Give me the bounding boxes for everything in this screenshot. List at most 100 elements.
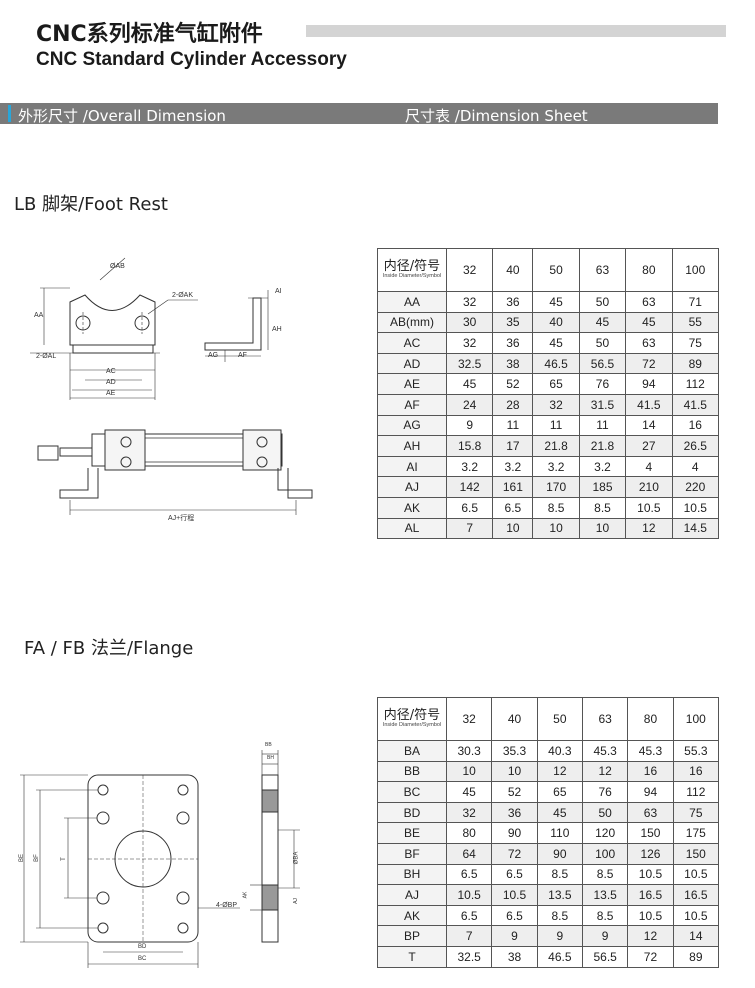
table-cell: 6.5 <box>445 863 493 886</box>
piston-rod <box>59 447 93 457</box>
table-cell: 65 <box>536 781 583 803</box>
table-cell: 72 <box>627 945 674 968</box>
flange-table-corner: 内径/符号 Inside Diameter/Symbol <box>377 697 447 741</box>
table-cell: 71 <box>671 291 720 313</box>
table-cell: 75 <box>671 332 720 354</box>
table-cell: 72 <box>625 352 673 375</box>
col-header: 63 <box>581 697 629 741</box>
table-cell: 52 <box>492 373 534 395</box>
table-cell: 12 <box>581 760 629 783</box>
flange-hole-tl <box>97 784 109 796</box>
table-cell: 16 <box>671 414 720 437</box>
table-cell: 45 <box>578 311 627 334</box>
table-cell: 16 <box>672 760 720 783</box>
row-symbol: BA <box>377 740 447 762</box>
page-title-cn: CNC系列标准气缸附件 <box>36 22 263 47</box>
table-cell: 45 <box>445 781 493 803</box>
table-cell: 76 <box>578 373 627 395</box>
table-cell: 32 <box>532 393 580 416</box>
label-bh: BH <box>267 755 274 761</box>
table-cell: 8.5 <box>581 904 629 927</box>
col-header: 100 <box>671 248 720 292</box>
table-cell: 8.5 <box>536 904 583 927</box>
table-cell: 30.3 <box>445 740 493 762</box>
table-cell: 56.5 <box>581 945 629 968</box>
col-header: 80 <box>627 697 674 741</box>
table-cell: 8.5 <box>532 496 580 519</box>
col-header: 80 <box>625 248 673 292</box>
table-cell: 35 <box>492 311 534 334</box>
table-cell: 7 <box>445 925 493 947</box>
flange-bolt-bl <box>96 891 110 905</box>
table-cell: 55.3 <box>672 740 720 762</box>
row-symbol: T <box>377 945 447 968</box>
table-cell: 8.5 <box>578 496 627 519</box>
row-symbol: AB(mm) <box>377 311 447 334</box>
table-cell: 175 <box>672 822 720 844</box>
flange-table: 内径/符号 Inside Diameter/Symbol 32 40 50 63… <box>377 697 720 968</box>
table-cell: 10.5 <box>627 863 674 886</box>
table-cell: 120 <box>581 822 629 844</box>
row-symbol: BP <box>377 925 447 947</box>
row-symbol: AJ <box>377 476 447 498</box>
table-cell: 13.5 <box>536 884 583 906</box>
title-decor-bar <box>306 25 726 37</box>
foot-front-base <box>72 344 154 354</box>
table-cell: 80 <box>445 822 493 844</box>
table-cell: 63 <box>627 801 674 824</box>
table-cell: 32 <box>445 332 494 354</box>
flange-hole-tr <box>177 784 189 796</box>
table-cell: 11 <box>532 414 580 437</box>
dimension-sheet-label: 尺寸表 /Dimension Sheet <box>405 107 588 125</box>
cylinder-end-cap-left <box>104 429 146 471</box>
label-t: T <box>60 857 67 861</box>
table-cell: 6.5 <box>491 863 538 886</box>
label-ad: AD <box>106 379 116 386</box>
flange-hole-bl <box>97 922 109 934</box>
row-symbol: AF <box>377 393 447 416</box>
label-aj-flange: AJ <box>292 898 299 904</box>
table-cell: 112 <box>672 781 720 803</box>
table-cell: 100 <box>581 842 629 865</box>
foot-right-on-cylinder <box>277 468 313 499</box>
table-cell: 46.5 <box>532 352 580 375</box>
table-cell: 45.3 <box>627 740 674 762</box>
table-cell: 6.5 <box>491 904 538 927</box>
table-cell: 185 <box>578 476 627 498</box>
label-bp: 4-ØBP <box>216 902 238 909</box>
foot-rest-table-corner: 内径/符号 Inside Diameter/Symbol <box>377 248 447 292</box>
table-cell: 16.5 <box>627 884 674 906</box>
table-cell: 72 <box>491 842 538 865</box>
table-cell: 36 <box>492 332 534 354</box>
table-cell: 220 <box>671 476 720 498</box>
row-symbol: AA <box>377 291 447 313</box>
label-al: 2-ØAL <box>36 353 57 360</box>
row-symbol: AC <box>377 332 447 354</box>
table-cell: 50 <box>578 291 627 313</box>
table-cell: 40.3 <box>536 740 583 762</box>
row-symbol: BB <box>377 760 447 783</box>
table-cell: 10.5 <box>625 496 673 519</box>
foot-rest-drawing <box>30 257 313 515</box>
table-cell: 27 <box>625 435 673 457</box>
table-cell: 45 <box>532 291 580 313</box>
table-cell: 36 <box>492 291 534 313</box>
table-cell: 32 <box>445 291 494 313</box>
foot-side-bracket <box>204 297 262 351</box>
table-cell: 28 <box>492 393 534 416</box>
table-cell: 8.5 <box>536 863 583 886</box>
table-cell: 45 <box>625 311 673 334</box>
label-bf: BF <box>33 854 40 862</box>
table-cell: 90 <box>536 842 583 865</box>
table-cell: 12 <box>536 760 583 783</box>
overall-dimension-label: 外形尺寸 /Overall Dimension <box>18 107 226 125</box>
